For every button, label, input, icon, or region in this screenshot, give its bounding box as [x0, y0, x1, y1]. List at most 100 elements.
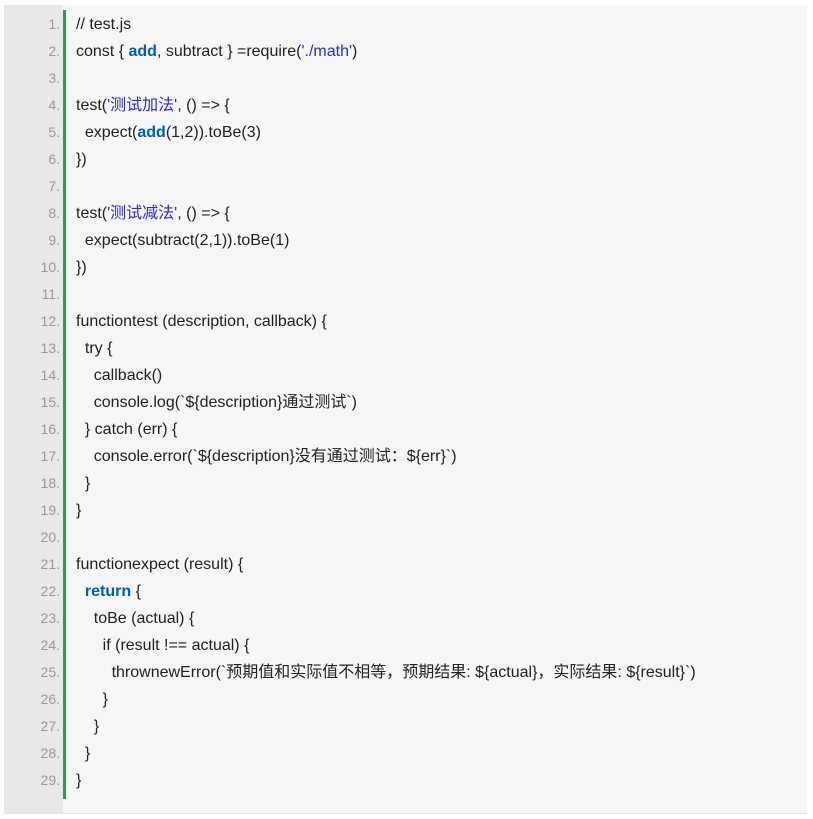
code-text: test('测试减法', () => {	[76, 200, 230, 227]
code-token: }	[76, 502, 82, 519]
line-number: 23.	[40, 610, 60, 626]
code-line: 3.	[4, 65, 807, 92]
code-text: }	[76, 497, 81, 524]
code-text: })	[76, 146, 87, 173]
line-number: 17.	[40, 448, 60, 464]
code-line: 14. callback()	[4, 362, 807, 389]
code-line: 5. expect(add(1,2)).toBe(3)	[4, 119, 807, 146]
code-token: } catch (err) {	[76, 421, 178, 438]
line-number: 8.	[48, 205, 60, 221]
code-line: 28. }	[4, 740, 807, 767]
line-number: 9.	[48, 232, 60, 248]
code-line: 29.}	[4, 767, 807, 794]
code-token: expect(	[76, 124, 138, 141]
code-token: // test.js	[76, 16, 132, 33]
line-number: 15.	[40, 394, 60, 410]
code-line: 24. if (result !== actual) {	[4, 632, 807, 659]
line-number: 18.	[40, 475, 60, 491]
line-number: 11.	[41, 286, 60, 302]
line-number: 21.	[40, 556, 60, 572]
code-text: expect(subtract(2,1)).toBe(1)	[76, 227, 290, 254]
line-number: 29.	[40, 772, 60, 788]
code-text: try {	[76, 335, 113, 362]
code-text: // test.js	[76, 11, 131, 38]
code-keyword: add	[137, 124, 166, 141]
code-keyword: add	[128, 43, 157, 60]
code-line: 18. }	[4, 470, 807, 497]
code-line: 8. test('测试减法', () => {	[4, 200, 807, 227]
code-token: , () => {	[177, 205, 230, 222]
code-token: }	[76, 745, 91, 762]
line-number: 27.	[40, 718, 60, 734]
line-number: 10.	[40, 259, 60, 275]
code-line: 7.	[4, 173, 807, 200]
line-number: 14.	[40, 367, 60, 383]
line-number: 2.	[48, 43, 60, 59]
code-text: functionexpect (result) {	[76, 551, 243, 578]
line-number: 4.	[48, 97, 60, 113]
code-token: {	[131, 583, 141, 600]
code-line: 12.functiontest (description, callback) …	[4, 308, 807, 335]
line-number: 13.	[40, 340, 60, 356]
line-number: 1.	[48, 16, 60, 32]
line-number: 3.	[48, 70, 60, 86]
code-token: }	[76, 718, 100, 735]
line-number: 26.	[40, 691, 60, 707]
code-token: functiontest (description, callback) {	[76, 313, 327, 330]
code-token: })	[76, 151, 87, 168]
code-string: '测试减法'	[107, 205, 178, 222]
code-string: '测试加法'	[107, 97, 178, 114]
code-line: 20.	[4, 524, 807, 551]
code-token: const {	[76, 43, 129, 60]
line-number-gutter	[4, 5, 63, 813]
code-text: thrownewError(`预期值和实际值不相等，预期结果: ${actual…	[76, 659, 696, 686]
code-line: 4. test('测试加法', () => {	[4, 92, 807, 119]
code-text: toBe (actual) {	[76, 605, 195, 632]
code-text: }	[76, 713, 99, 740]
code-line: 10.})	[4, 254, 807, 281]
code-text: console.log(`${description}通过测试`)	[76, 389, 357, 416]
code-line: 13. try {	[4, 335, 807, 362]
code-text: functiontest (description, callback) {	[76, 308, 327, 335]
line-number: 6.	[48, 151, 60, 167]
code-token: console.log(`${description}通过测试`)	[76, 394, 358, 411]
line-number: 28.	[40, 745, 60, 761]
line-number: 16.	[40, 421, 60, 437]
code-text: }	[76, 740, 90, 767]
code-token: , subtract } =require(	[156, 43, 302, 60]
code-keyword: return	[84, 583, 132, 600]
code-line: 23. toBe (actual) {	[4, 605, 807, 632]
code-line: 22. return {	[4, 578, 807, 605]
code-text: test('测试加法', () => {	[76, 92, 230, 119]
code-line: 2. const { add, subtract } =require('./ma…	[4, 38, 807, 65]
code-text: }	[76, 470, 90, 497]
code-text: if (result !== actual) {	[76, 632, 250, 659]
code-token: }	[76, 691, 109, 708]
code-line: 15. console.log(`${description}通过测试`)	[4, 389, 807, 416]
code-line: 25. thrownewError(`预期值和实际值不相等，预期结果: ${ac…	[4, 659, 807, 686]
code-line: 19.}	[4, 497, 807, 524]
code-text: }	[76, 686, 108, 713]
code-token: test(	[76, 205, 108, 222]
code-token: test(	[76, 97, 108, 114]
code-line: 6.})	[4, 146, 807, 173]
code-line: 9. expect(subtract(2,1)).toBe(1)	[4, 227, 807, 254]
code-text: callback()	[76, 362, 162, 389]
code-token: functionexpect (result) {	[76, 556, 244, 573]
line-number: 22.	[40, 583, 60, 599]
code-text: const { add, subtract } =require('./math…	[76, 38, 357, 65]
code-token: }	[76, 475, 91, 492]
code-line: 27. }	[4, 713, 807, 740]
code-token: callback()	[76, 367, 163, 384]
code-token: )	[352, 43, 358, 60]
line-number: 25.	[40, 664, 60, 680]
line-number: 20.	[40, 529, 60, 545]
code-text: } catch (err) {	[76, 416, 177, 443]
code-text: })	[76, 254, 87, 281]
code-line: 21. functionexpect (result) {	[4, 551, 807, 578]
code-line: 11.	[4, 281, 807, 308]
code-token: (1,2)).toBe(3)	[165, 124, 261, 141]
code-text: }	[76, 767, 81, 794]
